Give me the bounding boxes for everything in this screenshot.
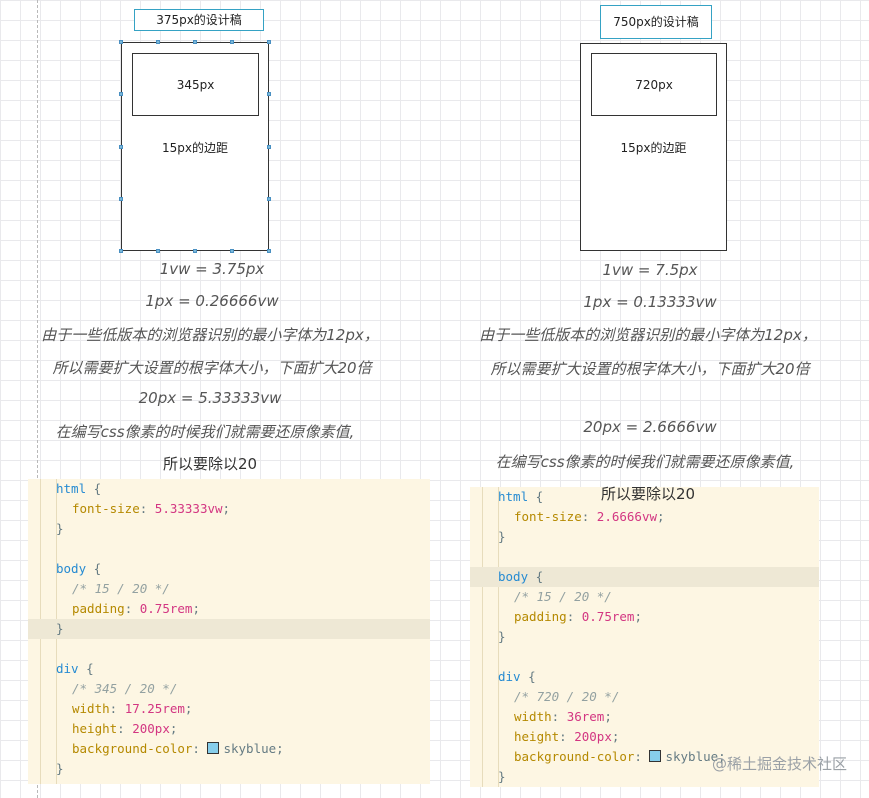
right-line-3: 由于一些低版本的浏览器识别的最小字体为12px， (479, 326, 817, 344)
right-line-2: 1px = 0.13333vw (583, 293, 717, 311)
watermark: @稀土掘金技术社区 (711, 755, 847, 773)
right-inner-box: 720px (591, 53, 717, 116)
left-inner-box: 345px (132, 53, 259, 116)
selection-handle (267, 249, 271, 253)
right-caption: 750px的设计稿 (600, 5, 712, 39)
selection-handle (267, 40, 271, 44)
left-line-5: 20px = 5.33333vw (138, 389, 282, 407)
right-line-7: 所以要除以20 (600, 485, 696, 503)
selection-handle (193, 40, 197, 44)
selection-handle (267, 196, 271, 201)
selection-handle (230, 249, 234, 253)
left-inner-label: 345px (176, 77, 215, 92)
dashed-divider (37, 0, 38, 798)
left-line-6: 在编写css像素的时候我们就需要还原像素值, (55, 423, 355, 441)
right-device-frame: 720px 15px的边距 (580, 43, 727, 251)
left-line-4: 所以需要扩大设置的根字体大小，下面扩大20倍 (52, 359, 372, 377)
left-line-2: 1px = 0.26666vw (145, 292, 279, 310)
selection-handle (156, 40, 160, 44)
right-padding-label: 15px的边距 (620, 141, 687, 155)
selection-handle (156, 249, 160, 253)
selection-handle (119, 249, 123, 253)
left-padding-label: 15px的边距 (162, 141, 228, 155)
right-line-6: 在编写css像素的时候我们就需要还原像素值, (495, 453, 795, 471)
right-line-1: 1vw = 7.5px (602, 261, 698, 279)
right-line-5: 20px = 2.6666vw (583, 418, 717, 436)
selection-handle (267, 144, 271, 149)
selection-handle (230, 40, 234, 44)
left-line-7: 所以要除以20 (162, 455, 258, 473)
selection-handle (193, 249, 197, 253)
left-device-frame: 345px 15px的边距 (121, 42, 269, 251)
selection-handle (119, 196, 123, 201)
right-code-block: html { font-size: 2.6666vw; } body { /* … (470, 487, 819, 787)
right-color-swatch (649, 750, 662, 762)
left-code-fontsize: 5.33333vw (154, 501, 223, 516)
selection-handle (119, 144, 123, 149)
left-code-html: html (56, 481, 87, 496)
right-code-fontsize: 2.6666vw (596, 509, 658, 524)
left-line-1: 1vw = 3.75px (159, 260, 265, 278)
selection-handle (119, 40, 123, 44)
left-line-3: 由于一些低版本的浏览器识别的最小字体为12px， (41, 326, 379, 344)
right-line-4: 所以需要扩大设置的根字体大小，下面扩大20倍 (490, 360, 810, 378)
left-code-block: html { font-size: 5.33333vw; } body { /*… (28, 479, 430, 784)
selection-handle (119, 92, 123, 97)
right-inner-label: 720px (635, 77, 673, 92)
left-color-swatch (207, 742, 220, 754)
selection-handle (267, 92, 271, 97)
left-caption: 375px的设计稿 (134, 9, 264, 31)
